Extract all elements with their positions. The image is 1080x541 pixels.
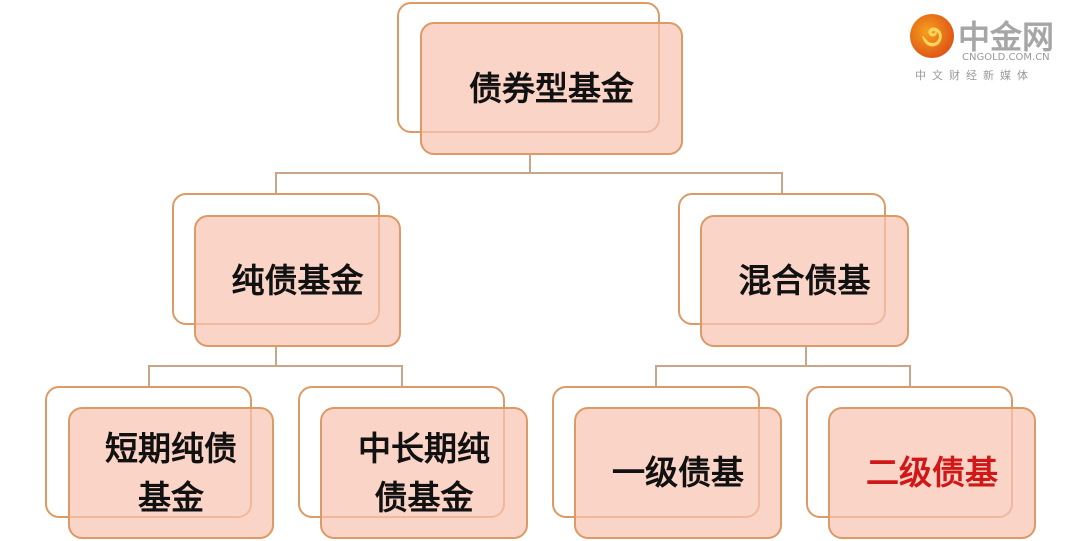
connector [655, 365, 657, 387]
node-level2: 二级债基 [828, 407, 1036, 539]
watermark-name: 中金网 [958, 18, 1055, 56]
connector [401, 365, 403, 387]
connector [805, 347, 807, 367]
watermark: ૭ 中金网 CNGOLD.COM.CN 中文财经新媒体 [910, 12, 1075, 85]
connector [148, 365, 403, 367]
connector [529, 155, 531, 174]
node-pure-bond: 纯债基金 [194, 215, 401, 347]
node-short-term: 短期纯债基金 [68, 407, 274, 539]
node-label: 一级债基 [612, 453, 744, 493]
node-label: 混合债基 [738, 261, 871, 301]
connector [148, 365, 150, 387]
node-label: 二级债基 [866, 453, 998, 493]
connector [275, 172, 277, 194]
node-level1: 一级债基 [574, 407, 782, 539]
connector [655, 365, 911, 367]
logo-icon: ૭ [910, 14, 954, 58]
node-label: 纯债基金 [231, 261, 364, 301]
watermark-slogan: 中文财经新媒体 [915, 69, 1034, 82]
node-label: 中长期纯债基金 [358, 428, 490, 518]
connector [781, 172, 783, 194]
root-node: 债券型基金 [420, 22, 683, 155]
connector [275, 172, 783, 174]
connector [909, 365, 911, 387]
node-label: 债券型基金 [469, 68, 634, 108]
node-label: 短期纯债基金 [105, 428, 237, 518]
watermark-site: CNGOLD.COM.CN [962, 52, 1050, 63]
node-mixed-bond: 混合债基 [700, 215, 909, 347]
connector [275, 347, 277, 367]
node-mid-long-term: 中长期纯债基金 [320, 407, 528, 539]
